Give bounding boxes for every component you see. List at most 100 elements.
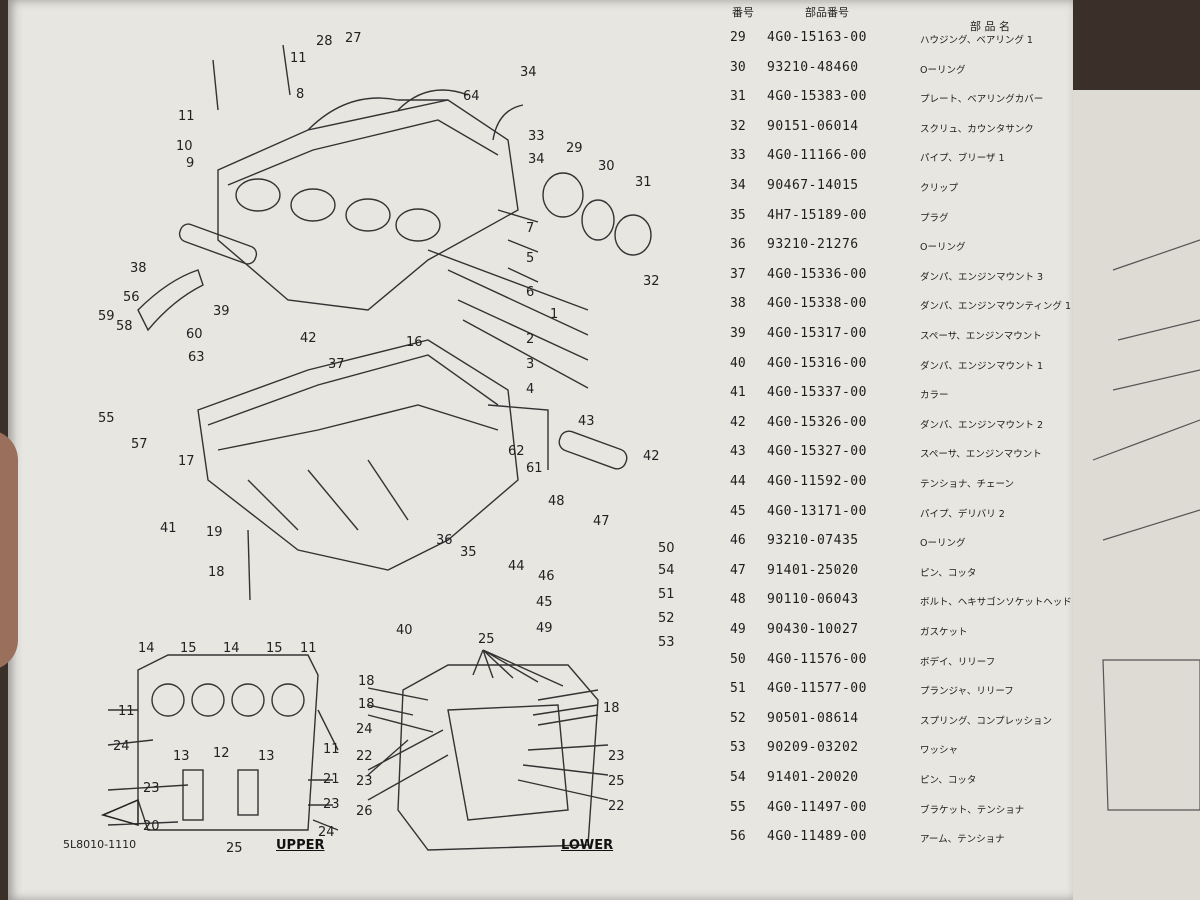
- row-number: 51: [730, 681, 746, 697]
- svg-text:4: 4: [526, 382, 534, 397]
- row-part-name: ダンパ、エンジンマウント 2: [920, 419, 1044, 431]
- svg-text:21: 21: [323, 772, 340, 787]
- row-number: 40: [730, 355, 746, 371]
- svg-text:47: 47: [593, 514, 610, 529]
- svg-text:11: 11: [118, 704, 135, 719]
- row-number: 37: [730, 266, 746, 282]
- row-number: 39: [730, 326, 746, 341]
- row-number: 35: [730, 207, 746, 223]
- svg-text:58: 58: [116, 319, 133, 334]
- svg-text:61: 61: [526, 461, 543, 476]
- svg-text:37: 37: [328, 357, 345, 372]
- row-part-name: ダンパ、エンジンマウンティング 1: [920, 301, 1071, 313]
- row-part-number: 4G0-11576-00: [767, 651, 867, 667]
- row-part-number: 93210-48460: [767, 59, 859, 75]
- svg-text:42: 42: [643, 449, 660, 464]
- row-number: 47: [730, 562, 746, 578]
- svg-text:29: 29: [566, 141, 583, 156]
- row-part-number: 4G0-13171-00: [767, 503, 867, 519]
- row-part-number: 90209-03202: [767, 740, 859, 756]
- row-part-name: ピン、コッタ: [920, 775, 977, 786]
- row-number: 55: [730, 799, 746, 815]
- row-part-name: アーム、テンショナ: [920, 834, 1005, 846]
- svg-text:34: 34: [520, 65, 537, 80]
- row-part-name: スペーサ、エンジンマウント: [920, 449, 1042, 461]
- svg-text:15: 15: [180, 641, 197, 656]
- svg-text:41: 41: [160, 521, 177, 536]
- row-part-number: 4G0-15336-00: [767, 266, 867, 282]
- svg-text:8: 8: [296, 87, 304, 102]
- svg-text:2: 2: [526, 332, 534, 347]
- row-part-name: ピン、コッタ: [920, 567, 977, 579]
- row-part-name: プラグ: [920, 212, 949, 224]
- svg-text:3: 3: [526, 357, 534, 372]
- row-number: 44: [730, 474, 746, 489]
- svg-text:24: 24: [318, 825, 335, 840]
- svg-text:42: 42: [300, 331, 317, 346]
- diagram-code: 5L8010-1110: [63, 838, 137, 851]
- svg-text:55: 55: [98, 411, 115, 426]
- row-number: 34: [730, 178, 746, 193]
- svg-text:12: 12: [213, 746, 230, 761]
- row-number: 31: [730, 89, 746, 105]
- row-part-name: スプリング、コンプレッション: [920, 715, 1053, 727]
- row-part-name: パイプ、ブリーザ 1: [920, 153, 1005, 165]
- svg-text:11: 11: [300, 641, 317, 656]
- svg-text:27: 27: [345, 31, 362, 46]
- svg-text:40: 40: [396, 623, 413, 638]
- row-part-number: 4G0-15338-00: [767, 296, 867, 312]
- row-part-number: 4G0-15327-00: [767, 444, 867, 460]
- row-number: 42: [730, 414, 746, 430]
- svg-text:49: 49: [536, 621, 553, 636]
- svg-text:11: 11: [290, 51, 307, 66]
- thumb: [0, 430, 18, 670]
- next-page-edge: [1073, 90, 1200, 900]
- svg-text:46: 46: [538, 569, 555, 584]
- row-part-name: ボデイ、リリーフ: [920, 656, 996, 668]
- svg-text:59: 59: [98, 309, 115, 324]
- svg-text:18: 18: [208, 565, 225, 580]
- row-part-name: ガスケット: [920, 627, 968, 638]
- svg-text:33: 33: [528, 129, 545, 144]
- svg-text:32: 32: [643, 274, 660, 289]
- svg-text:60: 60: [186, 327, 203, 342]
- svg-text:14: 14: [223, 641, 240, 656]
- svg-text:34: 34: [528, 152, 545, 167]
- svg-text:38: 38: [130, 261, 147, 276]
- svg-text:31: 31: [635, 175, 652, 190]
- row-part-number: 4G0-15383-00: [767, 89, 867, 105]
- row-part-name: Oーリング: [920, 64, 966, 76]
- row-part-number: 4G0-15163-00: [767, 30, 867, 45]
- svg-text:63: 63: [188, 350, 205, 365]
- svg-text:45: 45: [536, 595, 553, 610]
- row-part-name: Oーリング: [920, 538, 966, 550]
- svg-text:11: 11: [178, 109, 195, 124]
- svg-text:10: 10: [176, 139, 193, 154]
- row-part-name: ダンパ、エンジンマウント 3: [920, 271, 1044, 283]
- table-row: 37 4G0-15336-00 ダンパ、エンジンマウント 3: [730, 267, 1073, 296]
- row-part-name: ボルト、ヘキサゴンソケットヘッド: [920, 597, 1072, 609]
- row-part-name: Oーリング: [920, 242, 966, 254]
- svg-text:43: 43: [578, 414, 595, 429]
- svg-text:23: 23: [143, 781, 160, 796]
- svg-text:23: 23: [356, 774, 373, 789]
- row-number: 53: [730, 740, 746, 756]
- svg-text:11: 11: [323, 742, 340, 757]
- row-part-number: 4G0-15326-00: [767, 414, 867, 430]
- svg-text:5: 5: [526, 251, 534, 266]
- row-number: 45: [730, 503, 746, 519]
- svg-text:13: 13: [258, 749, 275, 764]
- row-number: 54: [730, 770, 746, 785]
